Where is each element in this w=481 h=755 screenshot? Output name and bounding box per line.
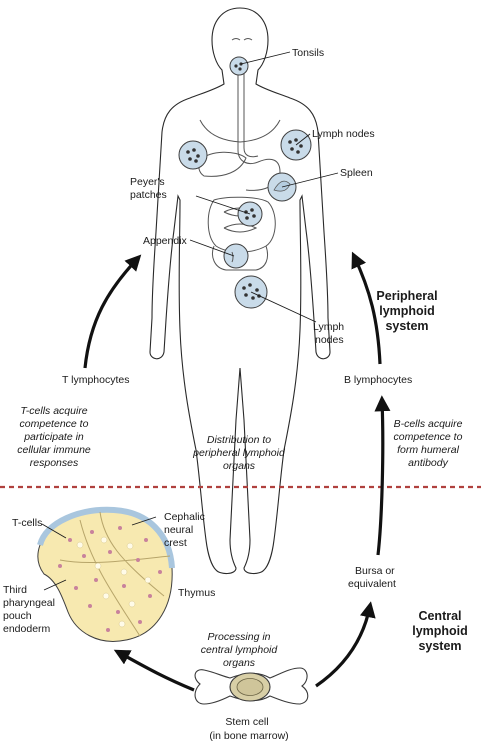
label-thymus: Thymus [178,587,215,599]
heading-central-1: Central [418,609,461,623]
label-lymph-nodes-upper: Lymph nodes [312,128,375,140]
label-stem-1: Stem cell [225,716,268,728]
organ-bubbles [178,56,312,309]
label-spleen: Spleen [340,167,373,179]
label-appendix: Appendix [143,235,188,247]
label-bursa-1: Bursa or [355,565,395,577]
caption-t-comp-3: participate in [23,431,84,443]
appendix-organ [223,243,249,269]
label-lymph-lower-1: Lymph [313,321,344,333]
arrow-stem-to-bursa [315,601,376,688]
caption-b-comp-3: form humeral [397,444,460,456]
caption-b-comp-2: competence to [394,431,463,443]
heading-peripheral-2: lymphoid [379,304,435,318]
caption-b-comp-4: antibody [408,457,448,469]
label-pouch-2: pharyngeal [3,597,55,609]
heading-peripheral-3: system [385,319,428,333]
caption-proc-3: organs [223,657,256,669]
caption-t-comp-1: T-cells acquire [20,405,87,417]
label-cephalic-3: crest [164,537,187,549]
label-cephalic-2: neural [164,524,193,536]
leader-lines [189,51,339,323]
arrow-stem-to-thymus [113,649,195,692]
caption-proc-2: central lymphoid [201,644,279,656]
label-stem-2: (in bone marrow) [209,730,288,742]
thymus-leader-lines [41,516,157,591]
label-t-cells: T-cells [12,517,42,529]
caption-dist-2: peripheral lymphoid [192,447,286,459]
label-t-lymphocytes: T lymphocytes [62,374,130,386]
caption-dist-3: organs [223,460,256,472]
label-lymph-lower-2: nodes [315,334,344,346]
label-pouch-4: endoderm [3,623,51,635]
caption-dist-1: Distribution to [207,434,271,446]
arrow-b-lymphocytes-to-periphery [351,251,382,365]
arrow-bursa-to-b-lymphocytes [374,395,391,556]
arrow-thymus-to-t-lymphocytes [83,254,142,369]
heading-central-2: lymphoid [412,624,468,638]
caption-t-comp-4: cellular immune [17,444,91,456]
caption-proc-1: Processing in [207,631,270,643]
label-cephalic-1: Cephalic [164,511,205,523]
label-tonsils: Tonsils [292,47,324,59]
caption-t-comp-5: responses [30,457,79,469]
label-bursa-2: equivalent [348,578,396,590]
thymus-illustration [37,506,175,642]
tonsils-organ [229,56,249,76]
flow-arrows [83,251,391,692]
label-peyers-1: Peyer's [130,176,165,188]
heading-peripheral-1: Peripheral [376,289,437,303]
label-b-lymphocytes: B lymphocytes [344,374,412,386]
label-pouch-1: Third [3,584,27,596]
caption-b-comp-1: B-cells acquire [394,418,463,430]
heading-central-3: system [418,639,461,653]
bone-marrow-illustration [194,667,309,705]
label-peyers-2: patches [130,189,167,201]
label-pouch-3: pouch [3,610,32,622]
axillary-lymph-nodes-left [178,140,208,170]
caption-t-comp-2: competence to [20,418,89,430]
liver [198,151,247,177]
